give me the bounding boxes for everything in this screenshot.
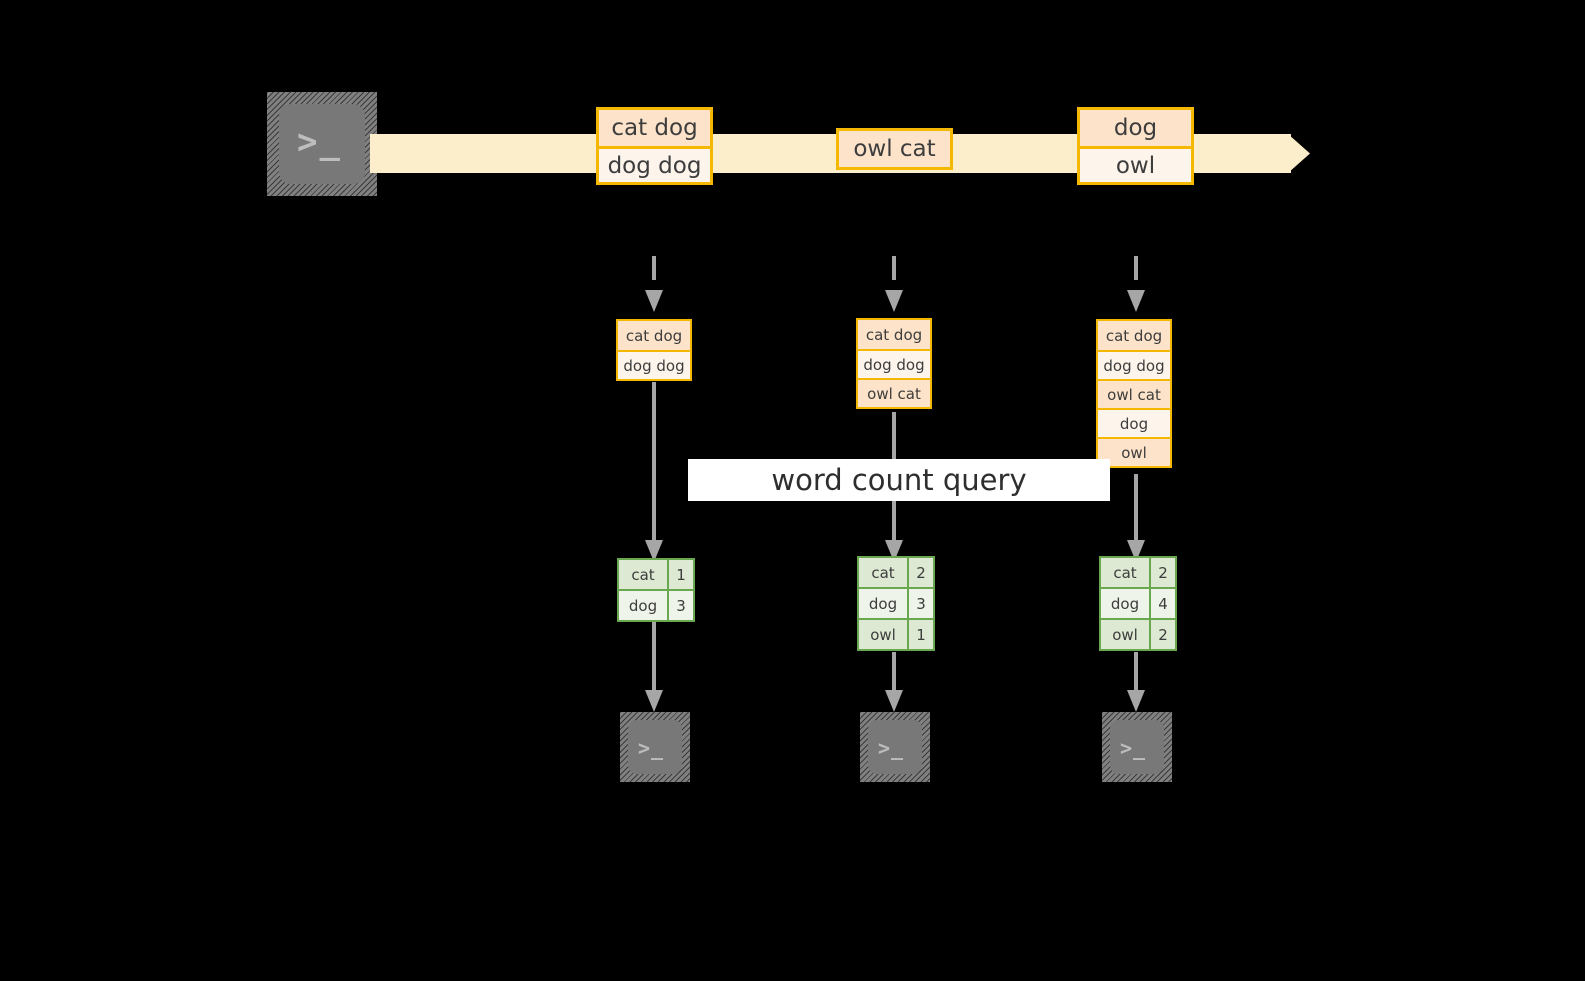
table-row: dog 3 <box>859 587 933 618</box>
result-count: 2 <box>1149 558 1175 587</box>
query-arrow-1 <box>643 382 665 564</box>
result-count: 3 <box>667 591 693 620</box>
table-row: dog 4 <box>1101 587 1175 618</box>
stream-to-snapshot-arrow-3 <box>1125 256 1147 318</box>
snapshot-input-row: dog dog <box>1098 350 1170 379</box>
snapshot-input-row: dog <box>1098 408 1170 437</box>
consumer-terminal-icon-1: >_ <box>620 712 690 782</box>
result-word: dog <box>1101 589 1149 618</box>
terminal-prompt-glyph: >_ <box>1120 736 1147 760</box>
stream-message-line: owl cat <box>839 131 950 167</box>
snapshot-input-row: owl <box>1098 437 1170 466</box>
arrow-right-icon <box>1288 125 1310 182</box>
snapshot-input-stack-2: cat dog dog dog owl cat <box>856 318 932 409</box>
result-word: owl <box>1101 620 1149 649</box>
result-word: owl <box>859 620 907 649</box>
stream-message-line: dog dog <box>599 146 710 182</box>
result-to-consumer-arrow-2 <box>883 652 905 714</box>
snapshot-input-row: cat dog <box>1098 321 1170 350</box>
result-table-1: cat 1 dog 3 <box>617 558 695 622</box>
snapshot-input-row: cat dog <box>858 320 930 349</box>
snapshot-input-stack-1: cat dog dog dog <box>616 319 692 381</box>
stream-message-line: cat dog <box>599 110 710 146</box>
terminal-screen <box>1110 720 1164 774</box>
result-count: 3 <box>907 589 933 618</box>
terminal-screen <box>279 104 365 184</box>
stream-message-line: dog <box>1080 110 1191 146</box>
result-count: 4 <box>1149 589 1175 618</box>
query-label-text: word count query <box>771 463 1027 497</box>
query-arrow-3 <box>1125 474 1147 564</box>
result-word: cat <box>619 560 667 589</box>
result-table-3: cat 2 dog 4 owl 2 <box>1099 556 1177 651</box>
query-label-band: word count query <box>688 459 1110 501</box>
snapshot-input-row: owl cat <box>1098 379 1170 408</box>
stream-message-line: owl <box>1080 146 1191 182</box>
snapshot-input-row: dog dog <box>858 349 930 378</box>
snapshot-input-row: cat dog <box>618 321 690 350</box>
terminal-prompt-glyph: >_ <box>638 736 665 760</box>
table-row: dog 3 <box>619 589 693 620</box>
terminal-screen <box>628 720 682 774</box>
consumer-terminal-icon-3: >_ <box>1102 712 1172 782</box>
terminal-prompt-glyph: >_ <box>297 122 342 162</box>
result-word: dog <box>859 589 907 618</box>
snapshot-input-stack-3: cat dog dog dog owl cat dog owl <box>1096 319 1172 468</box>
result-word: dog <box>619 591 667 620</box>
stream-message-1: cat dog dog dog <box>596 107 713 185</box>
table-row: owl 1 <box>859 618 933 649</box>
stream-message-3: dog owl <box>1077 107 1194 185</box>
table-row: cat 1 <box>619 560 693 589</box>
stream-to-snapshot-arrow-2 <box>883 256 905 318</box>
result-count: 2 <box>907 558 933 587</box>
result-to-consumer-arrow-3 <box>1125 652 1147 714</box>
terminal-screen <box>868 720 922 774</box>
result-count: 1 <box>667 560 693 589</box>
producer-terminal-icon: >_ <box>267 92 377 196</box>
terminal-prompt-glyph: >_ <box>878 736 905 760</box>
table-row: cat 2 <box>859 558 933 587</box>
result-table-2: cat 2 dog 3 owl 1 <box>857 556 935 651</box>
consumer-terminal-icon-2: >_ <box>860 712 930 782</box>
snapshot-input-row: dog dog <box>618 350 690 379</box>
snapshot-input-row: owl cat <box>858 378 930 407</box>
stream-to-snapshot-arrow-1 <box>643 256 665 318</box>
result-count: 1 <box>907 620 933 649</box>
result-word: cat <box>859 558 907 587</box>
result-word: cat <box>1101 558 1149 587</box>
stream-message-2: owl cat <box>836 128 953 170</box>
table-row: cat 2 <box>1101 558 1175 587</box>
result-to-consumer-arrow-1 <box>643 622 665 714</box>
table-row: owl 2 <box>1101 618 1175 649</box>
result-count: 2 <box>1149 620 1175 649</box>
